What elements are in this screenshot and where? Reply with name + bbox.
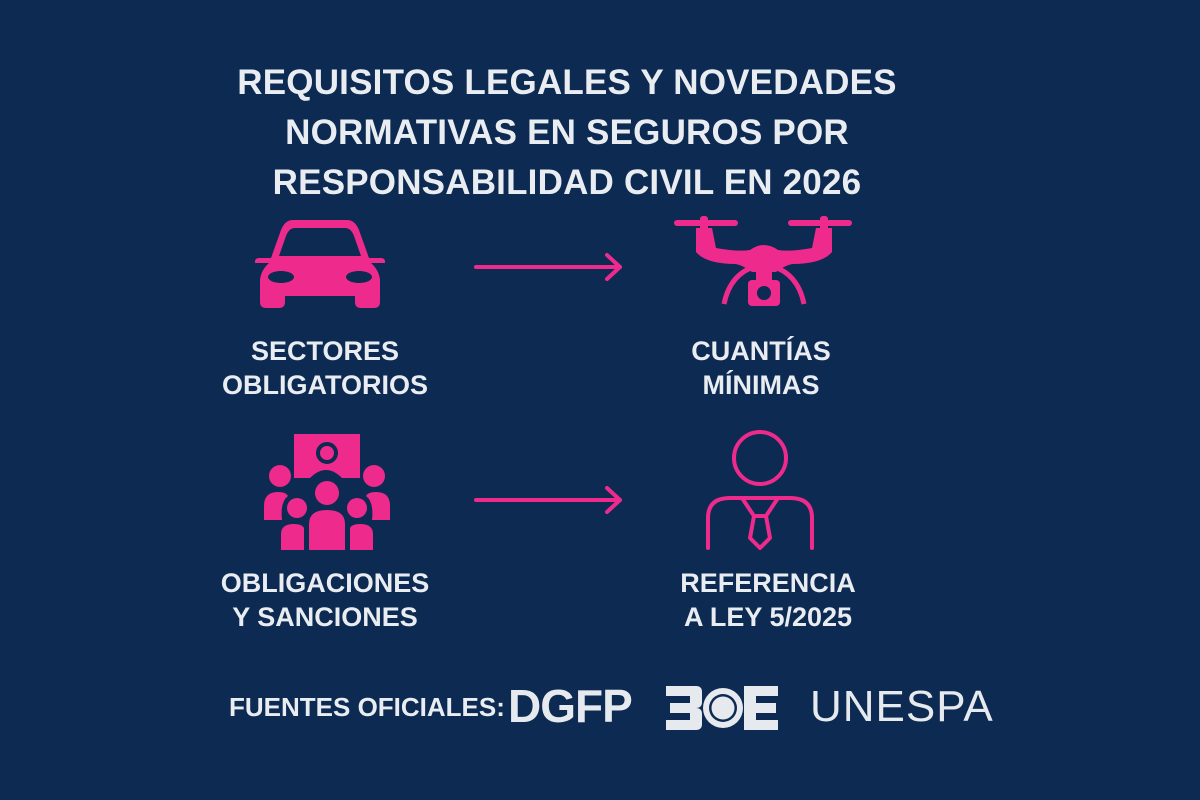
title-line-1: REQUISITOS LEGALES Y NOVEDADES <box>237 63 897 102</box>
boe-logo: BOE <box>666 686 778 730</box>
item-label-obligaciones: OBLIGACIONES Y SANCIONES <box>220 568 430 632</box>
item-label-sectores: SECTORES OBLIGATORIOS <box>221 336 428 400</box>
group-presentation-icon <box>264 434 390 550</box>
unespa-logo: UNESPA <box>810 682 994 731</box>
arrow-right-icon <box>474 486 622 514</box>
item-label-cuantias: CUANTÍAS MÍNIMAS <box>691 336 831 400</box>
sources-label: FUENTES OFICIALES: <box>229 692 505 722</box>
dgfp-logo: DGFP <box>508 680 633 732</box>
drone-icon <box>674 216 852 306</box>
page-title: REQUISITOS LEGALES Y NOVEDADES NORMATIVA… <box>0 58 1134 208</box>
businessman-icon <box>706 430 814 550</box>
item-label-referencia: REFERENCIA A LEY 5/2025 <box>680 568 856 632</box>
arrow-right-icon <box>474 253 622 281</box>
car-icon <box>255 220 385 308</box>
title-line-3: RESPONSABILIDAD CIVIL EN 2026 <box>272 163 862 202</box>
title-line-2: NORMATIVAS EN SEGUROS POR <box>285 113 849 152</box>
